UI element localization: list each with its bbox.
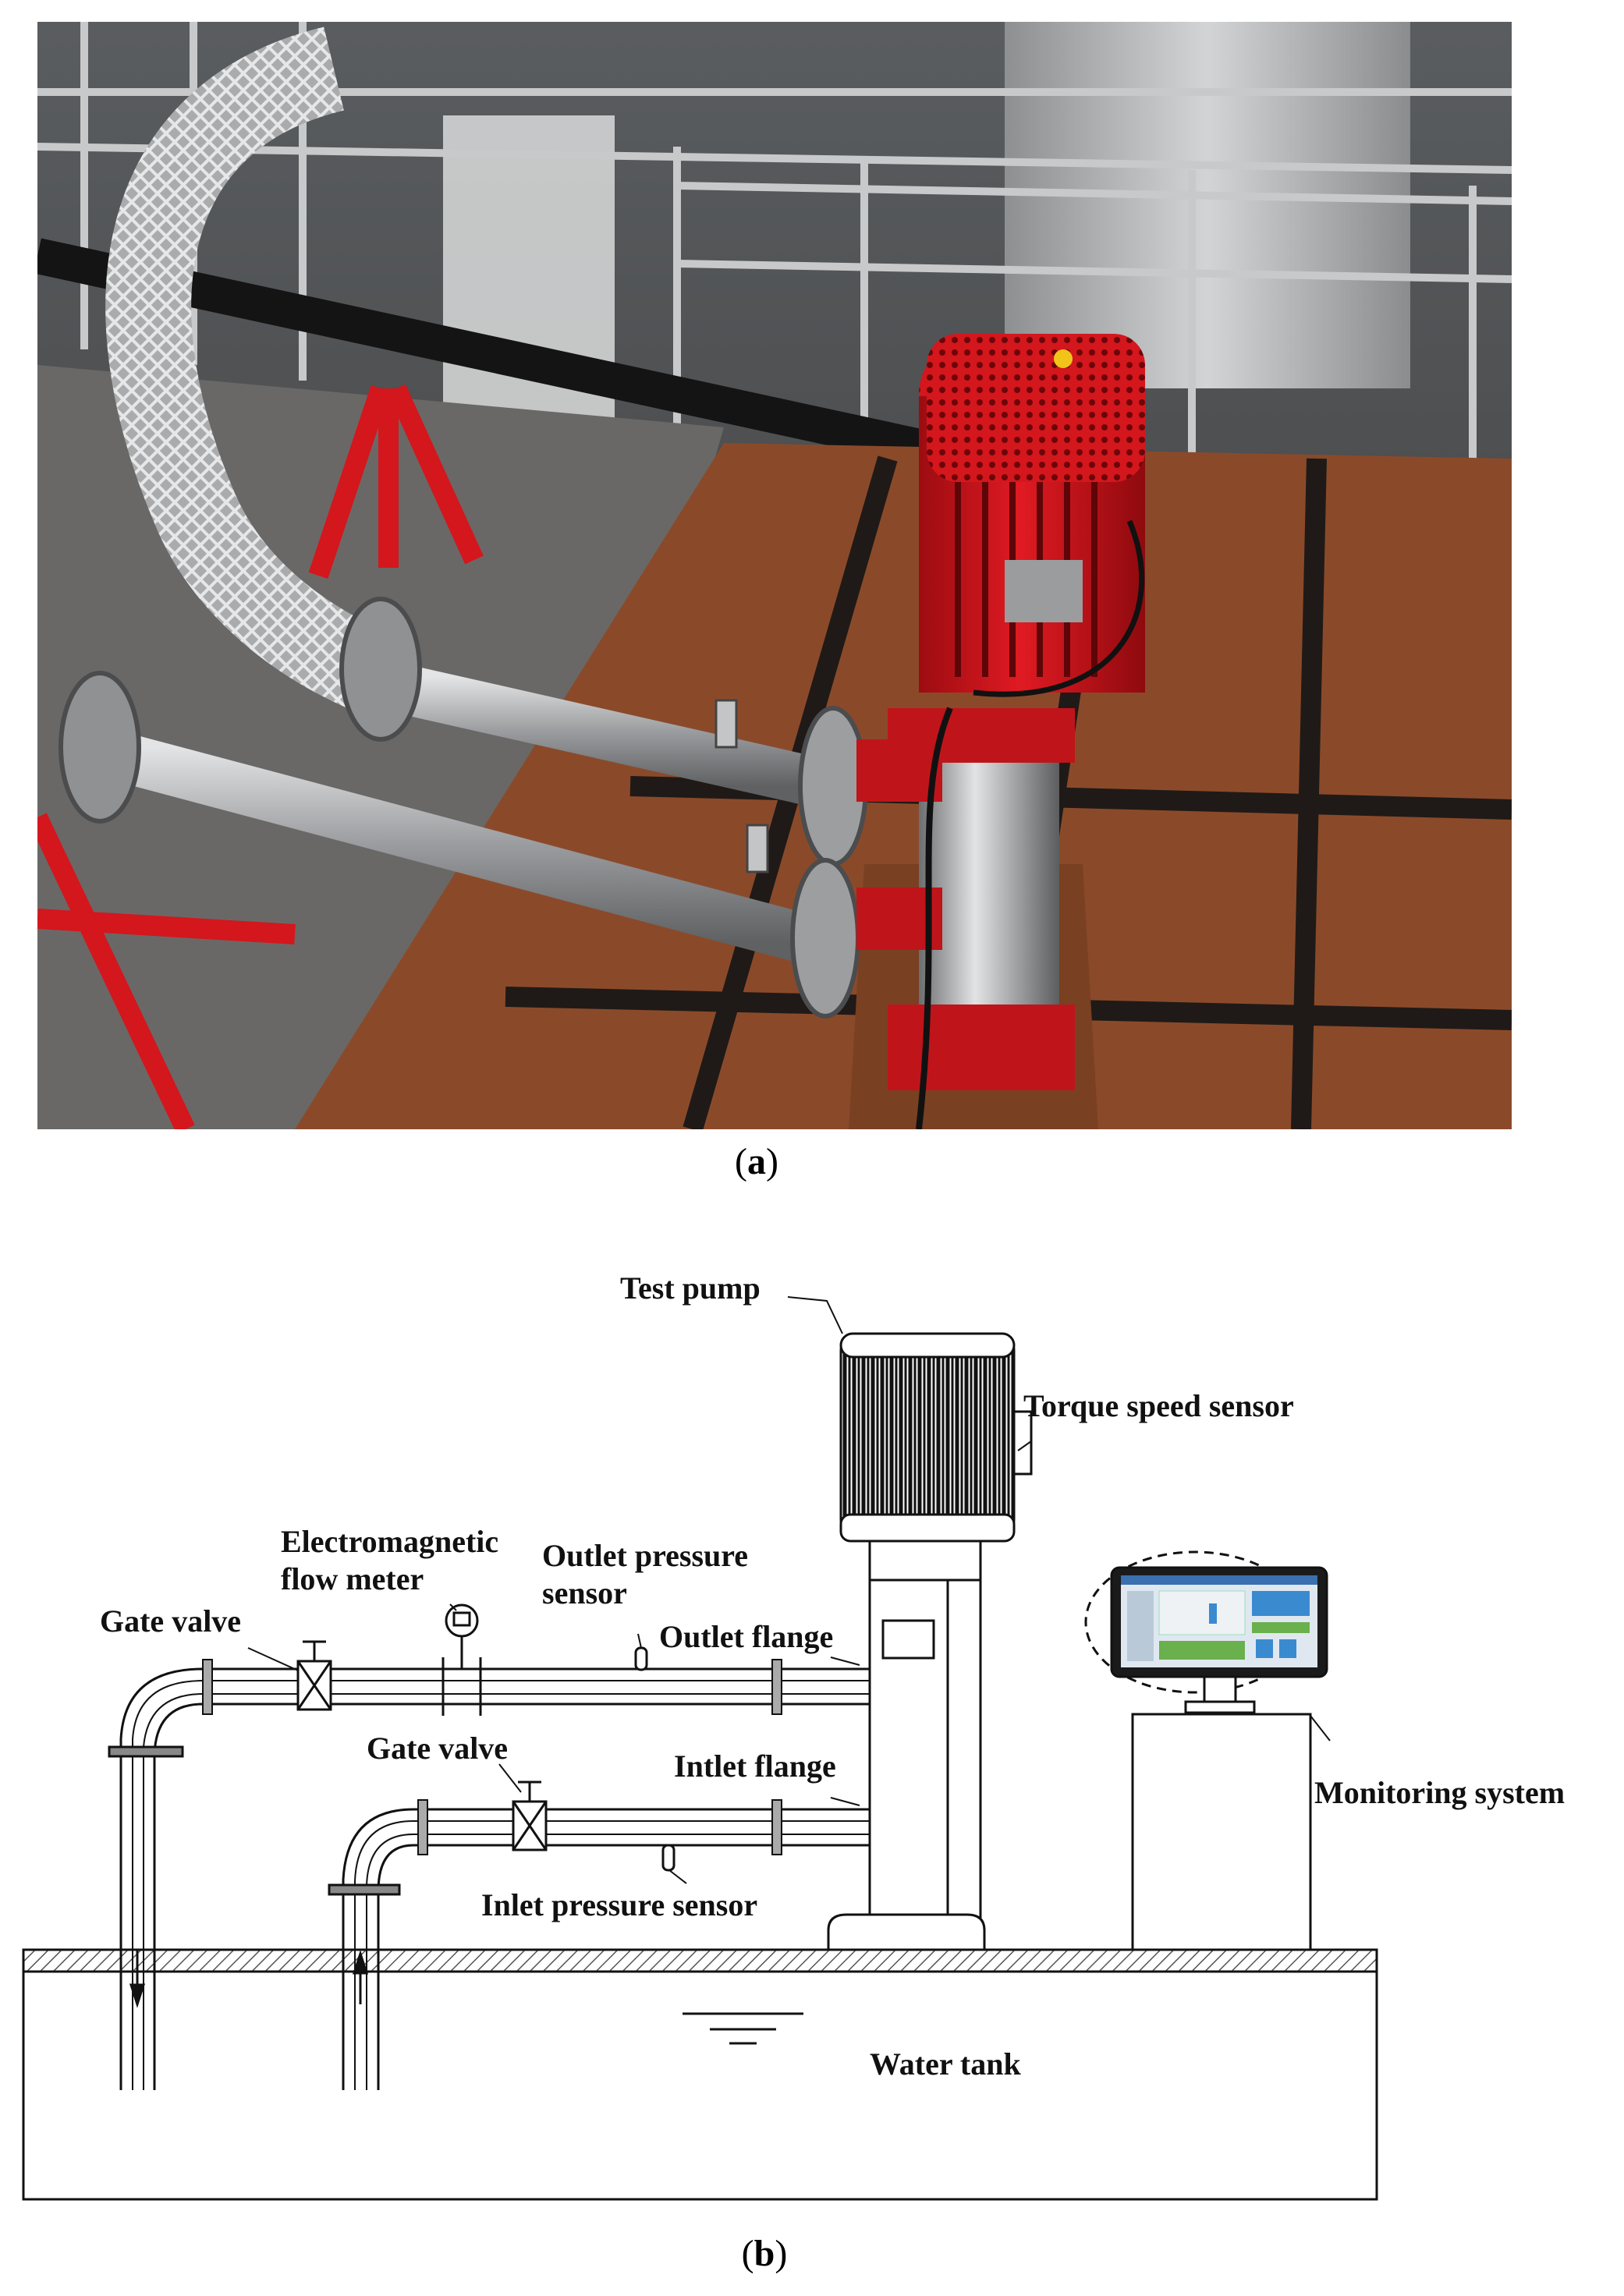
red-stands [37, 384, 484, 1129]
outlet-flow-arrow [129, 1983, 146, 2008]
label-inlet-pressure-sensor: Inlet pressure sensor [481, 1887, 757, 1922]
label-outlet-flange: Outlet flange [659, 1619, 833, 1654]
inlet-support-flange [328, 1883, 401, 1896]
caption-a: (a) [679, 1140, 835, 1183]
outlet-pipe [343, 652, 839, 811]
caption-letter: b [753, 2233, 775, 2274]
pump-base [827, 1913, 986, 1951]
outlet-pressure-sensor [634, 1646, 648, 1671]
monitoring-pedestal [1131, 1713, 1312, 1951]
pump-photo [37, 22, 1512, 1129]
label-electromagnetic: Electromagnetic [281, 1524, 498, 1559]
caption-paren-close: ) [775, 2233, 788, 2274]
pump-window [881, 1619, 935, 1660]
outlet-flange [771, 1659, 782, 1715]
label-torque-speed-sensor: Torque speed sensor [1023, 1388, 1294, 1423]
label-outlet-pressure: Outlet pressure [542, 1538, 748, 1573]
caption-b: (b) [686, 2232, 842, 2275]
leader-test-pump [787, 1296, 843, 1334]
steel-tank [1005, 22, 1410, 388]
flange [790, 858, 860, 1019]
flange [59, 671, 141, 824]
pump-base [888, 1004, 1075, 1090]
outlet-left-flange [202, 1659, 213, 1715]
inlet-elbow [342, 1808, 414, 2090]
outlet-elbow [119, 1667, 204, 2090]
inlet-left-flange [417, 1799, 428, 1855]
monitor-screen [1121, 1575, 1317, 1667]
flange [339, 597, 422, 742]
inlet-pipe [77, 723, 824, 966]
intlet-flange [771, 1799, 782, 1855]
tank-lid [22, 1948, 1378, 1973]
torque-speed-sensor [1012, 1410, 1033, 1476]
photo-panel-a [37, 22, 1512, 1129]
label-flow-meter: flow meter [281, 1561, 424, 1596]
schematic-panel-b: Test pump Torque speed sensor Electromag… [0, 1217, 1624, 2230]
label-gate-valve-top: Gate valve [100, 1603, 241, 1639]
label-test-pump: Test pump [620, 1270, 761, 1306]
label-monitoring-system: Monitoring system [1314, 1775, 1565, 1810]
label-gate-valve-bottom: Gate valve [367, 1731, 508, 1766]
fan-cover [927, 334, 1145, 482]
flange [798, 706, 868, 866]
label-outlet-pressure-sensor: sensor [542, 1575, 627, 1610]
pump-motor [839, 1332, 1016, 1538]
water-tank [22, 1948, 1378, 2201]
caption-paren-open: ( [735, 1141, 747, 1182]
caption-paren-close: ) [766, 1141, 778, 1182]
inlet-pressure-sensor [661, 1844, 675, 1872]
monitor-stand [1203, 1672, 1237, 1705]
label-water-tank: Water tank [870, 2046, 1021, 2082]
braided-hose [105, 27, 383, 709]
inlet-flow-arrow [352, 1950, 369, 1975]
outlet-support-flange [108, 1745, 184, 1758]
caption-paren-open: ( [741, 2233, 754, 2274]
label-intlet-flange: Intlet flange [674, 1749, 836, 1784]
test-rig-schematic: Test pump Torque speed sensor Electromag… [22, 1270, 1565, 2201]
caption-letter: a [747, 1141, 766, 1182]
